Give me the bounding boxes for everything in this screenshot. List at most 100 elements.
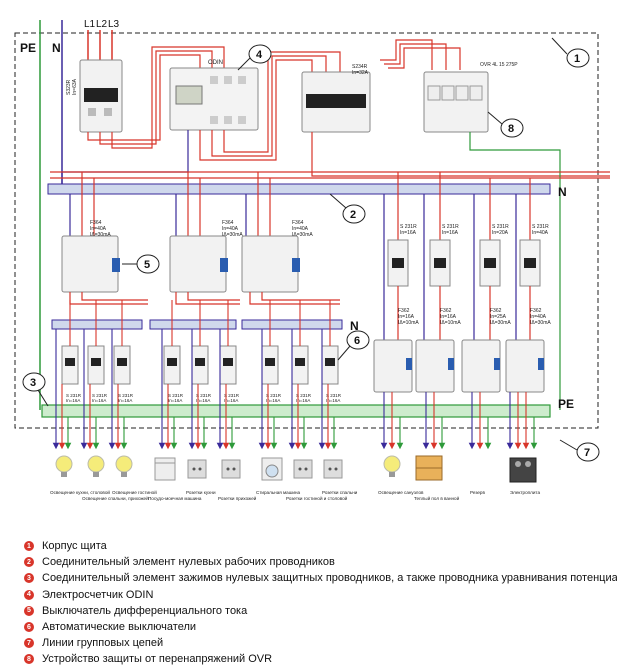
right-rcds: F362 In=16A IΔ=10mA F362 In=16A IΔ=10mA … [373, 308, 551, 393]
wiring-diagram: PE N L1 L2 L3 S323R In=63A ODIN [14, 19, 610, 501]
right-breaker-to-rcd-wires [397, 286, 531, 340]
group-breaker-3-rating: In=16A [118, 398, 132, 403]
dishwasher-icon [154, 457, 176, 481]
callout-1-number: 1 [574, 53, 580, 65]
right-breaker-2-rating: In=16A [442, 230, 459, 236]
neutral-meter-wire [61, 130, 189, 185]
surge-protector-model: OVR 4L 15 275P [480, 62, 518, 68]
legend-number: 5 [24, 605, 34, 616]
rcd-group-middle: F364 In=40A IΔ=30mA [169, 220, 243, 293]
callout-7: 7 [559, 439, 600, 462]
lightbulb-icon [383, 455, 401, 477]
load-caption: Освещение санузлов [378, 490, 424, 495]
rcd-1-leak: IΔ=30mA [90, 232, 111, 238]
legend-item: 5 Выключатель дифференциального тока [24, 603, 604, 619]
small-neutral-bus-label: N [350, 319, 359, 333]
right-rcd-4-model: F362 [530, 308, 542, 314]
pe-bus-label: PE [558, 397, 574, 411]
surge-feed-wires [311, 39, 610, 177]
l1-label: L1 [84, 19, 96, 30]
group-breaker-1-rating: In=16A [66, 398, 80, 403]
group-breaker-9-model: S 231R [326, 393, 342, 398]
n-top-label: N [52, 41, 61, 55]
socket-icon [187, 459, 207, 479]
group-breaker-4-model: S 231R [168, 393, 184, 398]
main-breaker: S323R In=63A [66, 59, 123, 133]
callout-3: 3 [22, 372, 49, 407]
callout-3-number: 3 [30, 377, 36, 389]
callout-8-number: 8 [508, 123, 514, 135]
odin-meter-label: ODIN [208, 60, 223, 66]
lightbulb-icon [87, 455, 105, 477]
enclosure-outline [14, 32, 599, 429]
group-breaker-feeds [69, 300, 331, 346]
callout-4-number: 4 [256, 49, 263, 61]
right-rcd-1-rating: In=16A [398, 314, 415, 320]
rcd-neutral-wires [69, 194, 517, 340]
right-breakers: S 231R In=16A S 231R In=16A S 231R In=20… [387, 224, 549, 287]
load-caption: Розетки спальни [322, 490, 358, 495]
group-breaker-2-model: S 231R [92, 393, 108, 398]
load-switch-rating: In=32A [352, 70, 369, 76]
right-breaker-2-model: S 231R [442, 224, 459, 230]
load-switch-model: S234R [352, 64, 368, 70]
rcd-1-rating: In=40A [90, 226, 107, 232]
socket-icon [221, 459, 241, 479]
right-rcd-3-rating: In=25A [490, 314, 507, 320]
group-breaker-7-model: S 231R [266, 393, 282, 398]
rcd-2-rating: In=40A [222, 226, 239, 232]
right-rcd-4-rating: In=40A [530, 314, 547, 320]
rcd-group-left: F364 In=40A IΔ=30mA [61, 220, 120, 293]
legend-text: Выключатель дифференциального тока [42, 604, 248, 617]
group-breaker-5-model: S 231R [196, 393, 212, 398]
right-rcd-1-leak: IΔ=10mA [398, 320, 419, 326]
right-breaker-4-model: S 231R [532, 224, 549, 230]
rcd-2-leak: IΔ=30mA [222, 232, 243, 238]
right-breaker-1-rating: In=16A [400, 230, 417, 236]
group-breaker-5-rating: In=16A [196, 398, 210, 403]
callout-4: 4 [237, 44, 272, 71]
load-captions: Освещение кухни, столовой Освещение спал… [50, 489, 540, 501]
legend-text: Соединительный элемент зажимов нулевых з… [42, 572, 617, 585]
legend-text: Электросчетчик ODIN [42, 588, 154, 601]
meter-feed-wires [87, 46, 225, 149]
surge-pe-wire [469, 132, 561, 410]
incoming-phase-wires [87, 30, 113, 60]
main-breaker-model: S323R [66, 79, 72, 95]
legend-text: Корпус щита [42, 540, 107, 553]
load-icons [55, 455, 537, 483]
right-rcd-4-leak: IΔ=30mA [530, 320, 551, 326]
rcd-group-right: F364 In=40A IΔ=30mA [241, 220, 313, 293]
group-breaker-8-model: S 231R [296, 393, 312, 398]
l3-label: L3 [108, 19, 120, 30]
callout-2-number: 2 [350, 209, 356, 221]
group-breaker-6-rating: In=16A [224, 398, 238, 403]
callout-1: 1 [551, 37, 590, 68]
right-rcd-2-model: F362 [440, 308, 452, 314]
group-breaker-labels: S 231R In=16A S 231R In=16A S 231R In=16… [66, 393, 342, 403]
legend-number: 2 [24, 557, 34, 568]
rcd-drop-wires [81, 172, 531, 240]
rcd-3-rating: In=40A [292, 226, 309, 232]
legend-text: Устройство защиты от перенапряжений OVR [42, 653, 273, 666]
group-breaker-2-rating: In=16A [92, 398, 106, 403]
right-rcd-3-leak: IΔ=30mA [490, 320, 511, 326]
right-breaker-4-rating: In=40A [532, 230, 549, 236]
group-breaker-8-rating: In=16A [296, 398, 310, 403]
socket-icon [293, 459, 313, 479]
load-caption: Розетки прихожей [218, 495, 257, 501]
group-breaker-3-model: S 231R [118, 393, 134, 398]
right-breaker-3-model: S 231R [492, 224, 509, 230]
right-breaker-1-model: S 231R [400, 224, 417, 230]
legend-text: Автоматические выключатели [42, 621, 197, 634]
socket-icon [323, 459, 343, 479]
main-breaker-rating: In=63A [72, 78, 78, 95]
rcd-2-model: F364 [222, 220, 234, 226]
pe-top-label: PE [20, 41, 36, 55]
right-rcd-2-rating: In=16A [440, 314, 457, 320]
